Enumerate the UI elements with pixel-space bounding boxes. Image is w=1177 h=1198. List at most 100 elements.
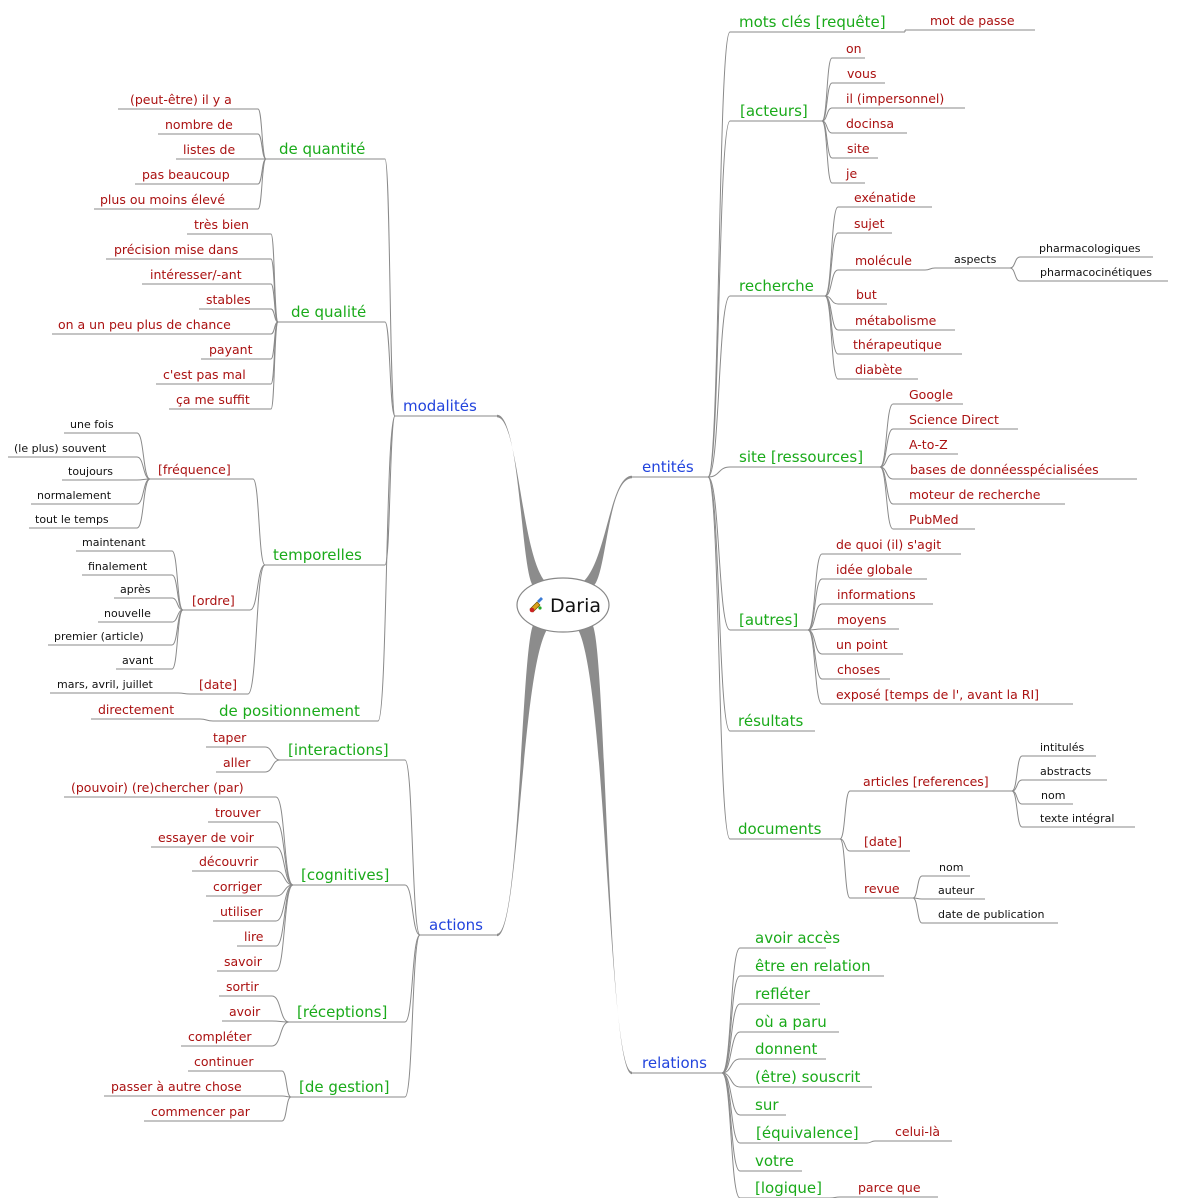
node-de-quoi-il-s-agit[interactable]: de quoi (il) s'agit bbox=[836, 537, 941, 552]
node-donnent[interactable]: donnent bbox=[755, 1040, 817, 1058]
node-tres-bien[interactable]: très bien bbox=[194, 217, 249, 232]
node-interactions[interactable]: [interactions] bbox=[288, 741, 389, 759]
node-commencer-par[interactable]: commencer par bbox=[151, 1104, 251, 1119]
node-site-ressources[interactable]: site [ressources] bbox=[739, 448, 863, 466]
node-le-plus-souvent[interactable]: (le plus) souvent bbox=[14, 442, 107, 455]
node-pubmed[interactable]: PubMed bbox=[909, 512, 959, 527]
node-revue[interactable]: revue bbox=[864, 881, 900, 896]
node-pharmacocinetiques[interactable]: pharmacocinétiques bbox=[1040, 266, 1152, 279]
node-completer[interactable]: compléter bbox=[188, 1029, 252, 1044]
root-node[interactable]: Daria bbox=[516, 577, 610, 633]
node-receptions[interactable]: [réceptions] bbox=[297, 1003, 387, 1021]
node-informations[interactable]: informations bbox=[837, 587, 916, 602]
node-je[interactable]: je bbox=[845, 166, 857, 181]
node-auteur[interactable]: auteur bbox=[938, 884, 975, 897]
node-autres[interactable]: [autres] bbox=[739, 611, 798, 629]
node-de-gestion[interactable]: [de gestion] bbox=[299, 1078, 390, 1096]
node-premier-article[interactable]: premier (article) bbox=[54, 630, 144, 643]
node-diabete[interactable]: diabète bbox=[855, 362, 903, 377]
node-toujours[interactable]: toujours bbox=[68, 465, 113, 478]
node-une-fois[interactable]: une fois bbox=[70, 418, 114, 431]
node-equivalence[interactable]: [équivalence] bbox=[756, 1124, 859, 1142]
node-recherche[interactable]: recherche bbox=[739, 277, 814, 295]
node-sur[interactable]: sur bbox=[755, 1096, 779, 1114]
node-ca-me-suffit[interactable]: ça me suffit bbox=[176, 392, 250, 407]
node-moyens[interactable]: moyens bbox=[837, 612, 886, 627]
node-temporelles[interactable]: temporelles bbox=[273, 546, 362, 564]
node-google[interactable]: Google bbox=[909, 387, 953, 402]
node-refleter[interactable]: refléter bbox=[755, 985, 811, 1003]
node-avoir-acces[interactable]: avoir accès bbox=[755, 929, 840, 947]
node-nom[interactable]: nom bbox=[1041, 789, 1065, 802]
node-idee-globale[interactable]: idée globale bbox=[836, 562, 913, 577]
node-date-de-publication[interactable]: date de publication bbox=[938, 908, 1044, 921]
node-aller[interactable]: aller bbox=[223, 755, 251, 770]
node-stables[interactable]: stables bbox=[206, 292, 251, 307]
node-etre-souscrit[interactable]: (être) souscrit bbox=[755, 1068, 861, 1086]
node-mots-cles-requete[interactable]: mots clés [requête] bbox=[739, 13, 886, 31]
node-peut-etre-il-y-a[interactable]: (peut-être) il y a bbox=[130, 92, 232, 107]
node-maintenant[interactable]: maintenant bbox=[82, 536, 146, 549]
node-payant[interactable]: payant bbox=[209, 342, 253, 357]
node-normalement[interactable]: normalement bbox=[37, 489, 112, 502]
node-de-positionnement[interactable]: de positionnement bbox=[219, 702, 360, 720]
node-finalement[interactable]: finalement bbox=[88, 560, 148, 573]
node-apres[interactable]: après bbox=[120, 583, 151, 596]
node-trouver[interactable]: trouver bbox=[215, 805, 261, 820]
node-choses[interactable]: choses bbox=[837, 662, 880, 677]
node-vous[interactable]: vous bbox=[847, 66, 876, 81]
node-mars-avril-juillet[interactable]: mars, avril, juillet bbox=[57, 678, 154, 691]
node-votre[interactable]: votre bbox=[755, 1152, 794, 1170]
node-a-to-z[interactable]: A-to-Z bbox=[909, 437, 948, 452]
node-science-direct[interactable]: Science Direct bbox=[909, 412, 999, 427]
node-documents[interactable]: documents bbox=[738, 820, 822, 838]
node-il-impersonnel[interactable]: il (impersonnel) bbox=[846, 91, 944, 106]
node-resultats[interactable]: résultats bbox=[738, 712, 804, 730]
node-but[interactable]: but bbox=[856, 287, 877, 302]
node-savoir[interactable]: savoir bbox=[224, 954, 263, 969]
node-exenatide[interactable]: exénatide bbox=[854, 190, 916, 205]
node-metabolisme[interactable]: métabolisme bbox=[855, 313, 937, 328]
node-un-point[interactable]: un point bbox=[836, 637, 888, 652]
node-on[interactable]: on bbox=[846, 41, 862, 56]
node-abstracts[interactable]: abstracts bbox=[1040, 765, 1091, 778]
node-actions[interactable]: actions bbox=[429, 916, 483, 934]
node-avoir[interactable]: avoir bbox=[229, 1004, 261, 1019]
node-taper[interactable]: taper bbox=[213, 730, 247, 745]
node-expose-temps-de-l-avant-la-ri[interactable]: exposé [temps de l', avant la RI] bbox=[836, 687, 1039, 702]
node-nouvelle[interactable]: nouvelle bbox=[104, 607, 151, 620]
node-nombre-de[interactable]: nombre de bbox=[165, 117, 233, 132]
node-listes-de[interactable]: listes de bbox=[183, 142, 235, 157]
node-pas-beaucoup[interactable]: pas beaucoup bbox=[142, 167, 230, 182]
node-pouvoir-re-chercher-par[interactable]: (pouvoir) (re)chercher (par) bbox=[71, 780, 244, 795]
node-c-est-pas-mal[interactable]: c'est pas mal bbox=[163, 367, 246, 382]
node-ordre[interactable]: [ordre] bbox=[192, 593, 235, 608]
node-bases-de-donneesspecialisees[interactable]: bases de donnéesspécialisées bbox=[910, 462, 1099, 477]
node-sujet[interactable]: sujet bbox=[854, 216, 885, 231]
node-avant[interactable]: avant bbox=[122, 654, 154, 667]
node-tout-le-temps[interactable]: tout le temps bbox=[35, 513, 109, 526]
node-docinsa[interactable]: docinsa bbox=[846, 116, 894, 131]
node-parce-que[interactable]: parce que bbox=[858, 1180, 921, 1195]
node-celui-la[interactable]: celui-là bbox=[895, 1124, 940, 1139]
node-date[interactable]: [date] bbox=[864, 834, 902, 849]
node-cognitives[interactable]: [cognitives] bbox=[301, 866, 389, 884]
node-logique[interactable]: [logique] bbox=[755, 1179, 822, 1197]
node-lire[interactable]: lire bbox=[244, 929, 264, 944]
node-on-a-un-peu-plus-de-chance[interactable]: on a un peu plus de chance bbox=[58, 317, 231, 332]
node-pharmacologiques[interactable]: pharmacologiques bbox=[1039, 242, 1141, 255]
node-de-quantite[interactable]: de quantité bbox=[279, 140, 365, 158]
node-site[interactable]: site bbox=[847, 141, 870, 156]
node-etre-en-relation[interactable]: être en relation bbox=[755, 957, 871, 975]
node-date[interactable]: [date] bbox=[199, 677, 237, 692]
node-ou-a-paru[interactable]: où a paru bbox=[755, 1013, 827, 1031]
node-therapeutique[interactable]: thérapeutique bbox=[853, 337, 942, 352]
node-modalites[interactable]: modalités bbox=[403, 397, 477, 415]
node-utiliser[interactable]: utiliser bbox=[220, 904, 263, 919]
node-molecule[interactable]: molécule bbox=[855, 253, 912, 268]
node-corriger[interactable]: corriger bbox=[213, 879, 263, 894]
node-interesser-ant[interactable]: intéresser/-ant bbox=[150, 267, 242, 282]
node-texte-integral[interactable]: texte intégral bbox=[1040, 812, 1114, 825]
node-continuer[interactable]: continuer bbox=[194, 1054, 254, 1069]
node-acteurs[interactable]: [acteurs] bbox=[740, 102, 808, 120]
